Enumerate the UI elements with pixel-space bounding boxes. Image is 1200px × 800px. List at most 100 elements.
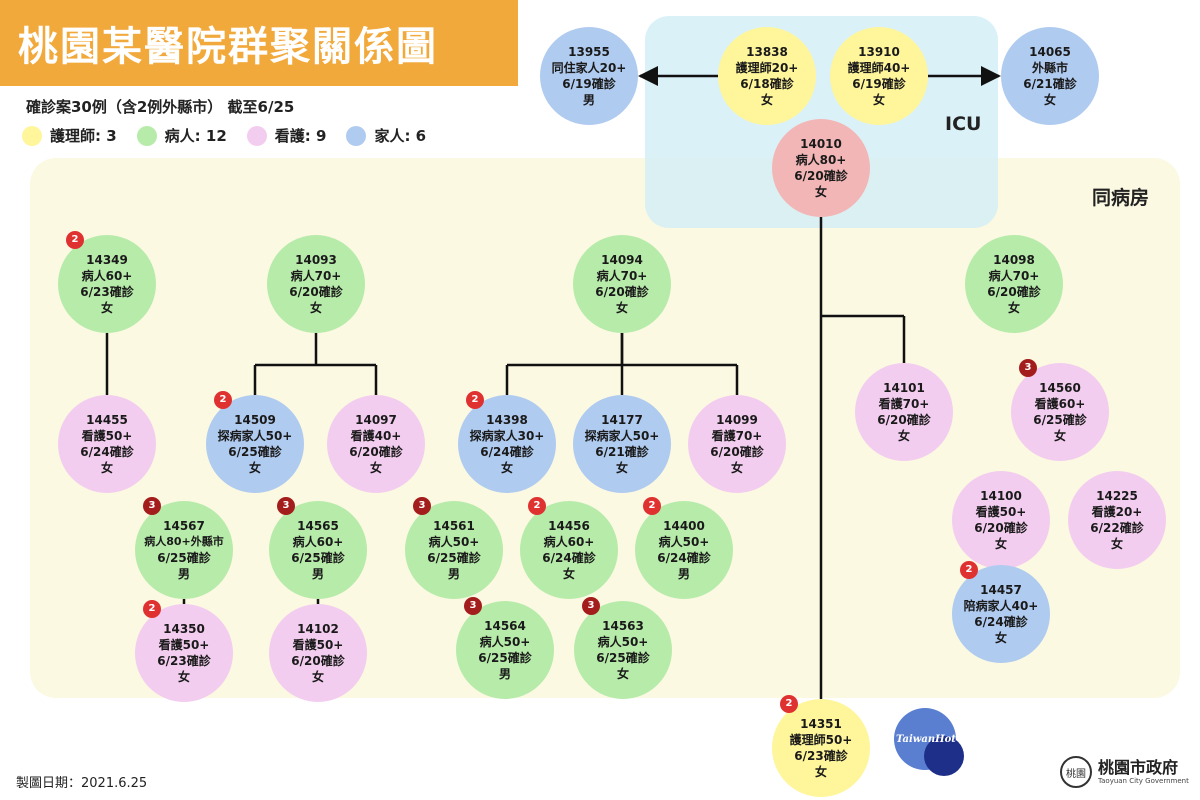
case-sex: 女: [615, 301, 628, 315]
case-id: 14099: [716, 413, 758, 427]
case-id: 14097: [355, 413, 397, 427]
generation-badge: 3: [582, 597, 600, 615]
case-sex: 女: [248, 461, 261, 475]
city-seal-icon: 桃園: [1060, 756, 1092, 788]
generation-badge: 2: [780, 695, 798, 713]
case-sex: 女: [616, 667, 629, 681]
case-role: 看護40+: [350, 429, 402, 443]
case-date: 6/23確診: [157, 654, 211, 668]
case-id: 14177: [601, 413, 643, 427]
case-date: 6/19確診: [852, 77, 906, 91]
case-date: 6/20確診: [974, 521, 1028, 535]
case-role: 看護60+: [1034, 397, 1086, 411]
generation-badge: 3: [464, 597, 482, 615]
legend-label-nurse: 護理師: 3: [50, 127, 117, 145]
case-date: 6/25確診: [427, 551, 481, 565]
case-role: 病人50+: [428, 535, 480, 549]
case-role: 病人60+: [543, 535, 595, 549]
case-id: 14100: [980, 489, 1022, 503]
case-sex: 女: [897, 429, 910, 443]
case-id: 14567: [163, 519, 205, 533]
legend-dot-caregiver: [246, 125, 267, 146]
icu-label: ICU: [945, 113, 982, 135]
legend-item-patient: 病人: 12: [136, 125, 227, 146]
legend-label-caregiver: 看護: 9: [274, 127, 327, 145]
case-date: 6/24確診: [974, 615, 1028, 629]
legend-label-family: 家人: 6: [374, 127, 427, 145]
case-id: 14400: [663, 519, 705, 533]
case-date: 6/20確診: [595, 285, 649, 299]
case-sex: 女: [760, 93, 773, 107]
case-sex: 女: [1053, 429, 1066, 443]
case-id: 14098: [993, 253, 1035, 267]
title-banner: 桃園某醫院群聚關係圖: [0, 0, 518, 86]
case-sex: 女: [872, 93, 885, 107]
case-role: 同住家人20+: [551, 61, 627, 75]
case-date: 6/23確診: [794, 749, 848, 763]
case-id: 14101: [883, 381, 925, 395]
case-id: 14456: [548, 519, 590, 533]
case-sex: 女: [562, 567, 575, 581]
generation-badge: 2: [960, 561, 978, 579]
case-id: 13955: [568, 45, 610, 59]
case-date: 6/20確診: [289, 285, 343, 299]
case-date: 6/25確診: [596, 651, 650, 665]
gov-name-en: Taoyuan City Government: [1098, 776, 1189, 785]
case-date: 6/24確診: [80, 445, 134, 459]
legend-dot-nurse: [22, 125, 42, 146]
case-sex: 女: [311, 670, 324, 684]
legend-item-caregiver: 看護: 9: [246, 125, 327, 146]
generation-badge: 2: [66, 231, 84, 249]
case-date: 6/21確診: [595, 445, 649, 459]
case-id: 14509: [234, 413, 276, 427]
case-role: 探病家人50+: [217, 429, 293, 443]
case-sex: 男: [447, 567, 460, 581]
case-date: 6/21確診: [1023, 77, 1077, 91]
case-sex: 男: [311, 567, 324, 581]
case-id: 14065: [1029, 45, 1071, 59]
case-id: 14455: [86, 413, 128, 427]
case-date: 6/20確診: [349, 445, 403, 459]
generation-badge: 2: [528, 497, 546, 515]
case-id: 14094: [601, 253, 643, 267]
case-sex: 女: [1043, 93, 1056, 107]
case-id: 14564: [484, 619, 526, 633]
case-sex: 女: [100, 461, 113, 475]
case-node-14455: 14455 看護50+ 6/24確診女: [58, 395, 156, 493]
case-sex: 女: [177, 670, 190, 684]
generation-badge: 2: [643, 497, 661, 515]
case-sex: 女: [994, 631, 1007, 645]
generation-badge: 2: [466, 391, 484, 409]
case-role: 病人50+: [597, 635, 649, 649]
case-role: 看護50+: [975, 505, 1027, 519]
case-role: 看護50+: [81, 429, 133, 443]
case-id: 13910: [858, 45, 900, 59]
case-summary: 確診案30例（含2例外縣市） 截至6/25: [26, 98, 295, 116]
case-date: 6/20確診: [987, 285, 1041, 299]
case-id: 14565: [297, 519, 339, 533]
case-sex: 女: [615, 461, 628, 475]
legend: 護理師: 3 病人: 12 看護: 9 家人: 6: [22, 125, 446, 146]
case-sex: 女: [369, 461, 382, 475]
legend-dot-patient: [136, 125, 157, 146]
case-date: 6/25確診: [291, 551, 345, 565]
case-sex: 女: [814, 185, 827, 199]
generation-badge: 3: [277, 497, 295, 515]
case-sex: 女: [814, 765, 827, 779]
case-id: 14350: [163, 622, 205, 636]
case-sex: 女: [1007, 301, 1020, 315]
